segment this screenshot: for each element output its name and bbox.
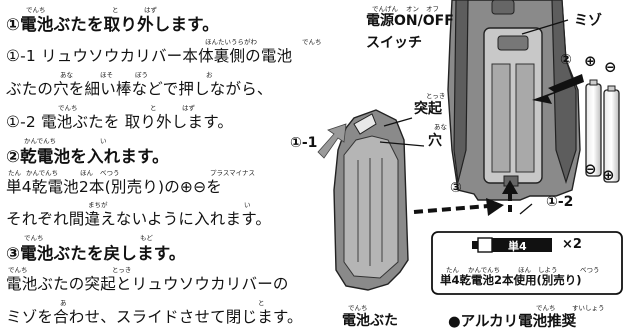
ruby: はず [144,6,157,14]
ruby: あ [60,299,67,307]
ruby: とっき [426,92,446,100]
ruby: あな [434,123,447,131]
minus-symbol: ⊖ [584,160,597,178]
insert-arrow [532,74,584,104]
ruby: プラスマイナス [210,169,256,177]
step-1-title: ①電池ぶたを取り外します。 [6,15,219,34]
battery-cover-label: 電池ぶた [342,313,398,329]
ruby: でんち [58,104,78,112]
plus-symbol: ⊕ [602,166,615,184]
ruby: と [112,6,119,14]
ruby: お [206,71,213,79]
aaa-batteries [585,79,620,183]
ruby: でんち [26,6,46,14]
ana-label: 穴 [428,133,442,149]
ruby: たん [446,266,459,274]
ruby: ほそ [100,71,113,79]
step-2-label: ② [560,52,572,68]
ruby: でんち [8,266,28,274]
ruby: でんち [302,38,322,46]
ruby: ぼう [135,71,148,79]
step-1-1-line-1: ①-1 リュウソウカリバー本体裏側の電池 [6,47,293,65]
ruby: とっき [112,266,132,274]
ruby: でんち [24,234,44,242]
power-switch-label-2: スイッチ [366,35,422,51]
step-1-1-line-2: ぶたの穴を細い棒などで押しながら、 [6,80,273,98]
aaa-battery-icon [472,237,552,253]
ruby: い [100,137,107,145]
ruby: あな [60,71,73,79]
ruby: でんげん [372,5,398,13]
ruby: オン [406,5,419,13]
ruby: まちが [88,201,108,209]
ruby: しよう [538,266,558,274]
press-arrow [317,123,347,159]
battery-caption: 単4乾電池2本使用(別売り) [440,273,582,287]
battery-count: ×2 [562,237,582,252]
plus-symbol: ⊕ [584,52,597,70]
step-2-title: ②乾電池を入れます。 [6,147,169,166]
ruby: オフ [426,5,439,13]
step-3-line-1: 電池ぶたの突起とリュウソウカリバーの [6,275,289,293]
ruby: でんち [536,304,556,312]
ruby: はず [182,104,195,112]
battery-type: 単4 [508,240,527,253]
ruby: べつう [580,266,600,274]
ruby: たん [8,169,21,177]
ruby: もど [140,234,153,242]
ruby: すいしょう [572,304,605,312]
ruby: かんでんち [26,169,59,177]
step-1-2: ①-2 電池ぶたを 取り外します。 [6,113,234,131]
ruby: かんでんち [468,266,501,274]
step-1-1-label: ①-1 [290,135,318,151]
ruby: かんでんち [24,137,57,145]
ruby: べつう [100,169,120,177]
ruby: ほん [518,266,531,274]
step-1-2-label: ①-2 [546,194,574,210]
ruby: と [150,104,157,112]
slide-arrow [413,204,489,214]
step-2-line-2: それぞれ間違えないように入れます。 [6,210,272,228]
step-3-label: ③ [450,180,462,196]
battery-cover [333,109,409,291]
mizo-label: ミゾ [574,13,602,29]
ruby: と [258,299,265,307]
ruby: ほんたいうらがわ [205,38,257,46]
step-3-title: ③電池ぶたを戻します。 [6,244,186,263]
alkaline-recommended: ●アルカリ電池推奨 [448,314,577,330]
ruby: でんち [348,304,368,312]
minus-symbol: ⊖ [604,58,617,76]
ruby: ほん [80,169,93,177]
step-2-line-1: 単4乾電池2本(別売り)の⊕⊖を [6,178,222,196]
power-switch-label: 電源ON/OFF [366,13,454,29]
ruby: い [244,201,251,209]
step-3-line-2: ミゾを合わせ、スライドさせて閉じます。 [6,308,303,326]
tokki-label: 突起 [414,101,442,117]
toy-body [447,0,581,201]
